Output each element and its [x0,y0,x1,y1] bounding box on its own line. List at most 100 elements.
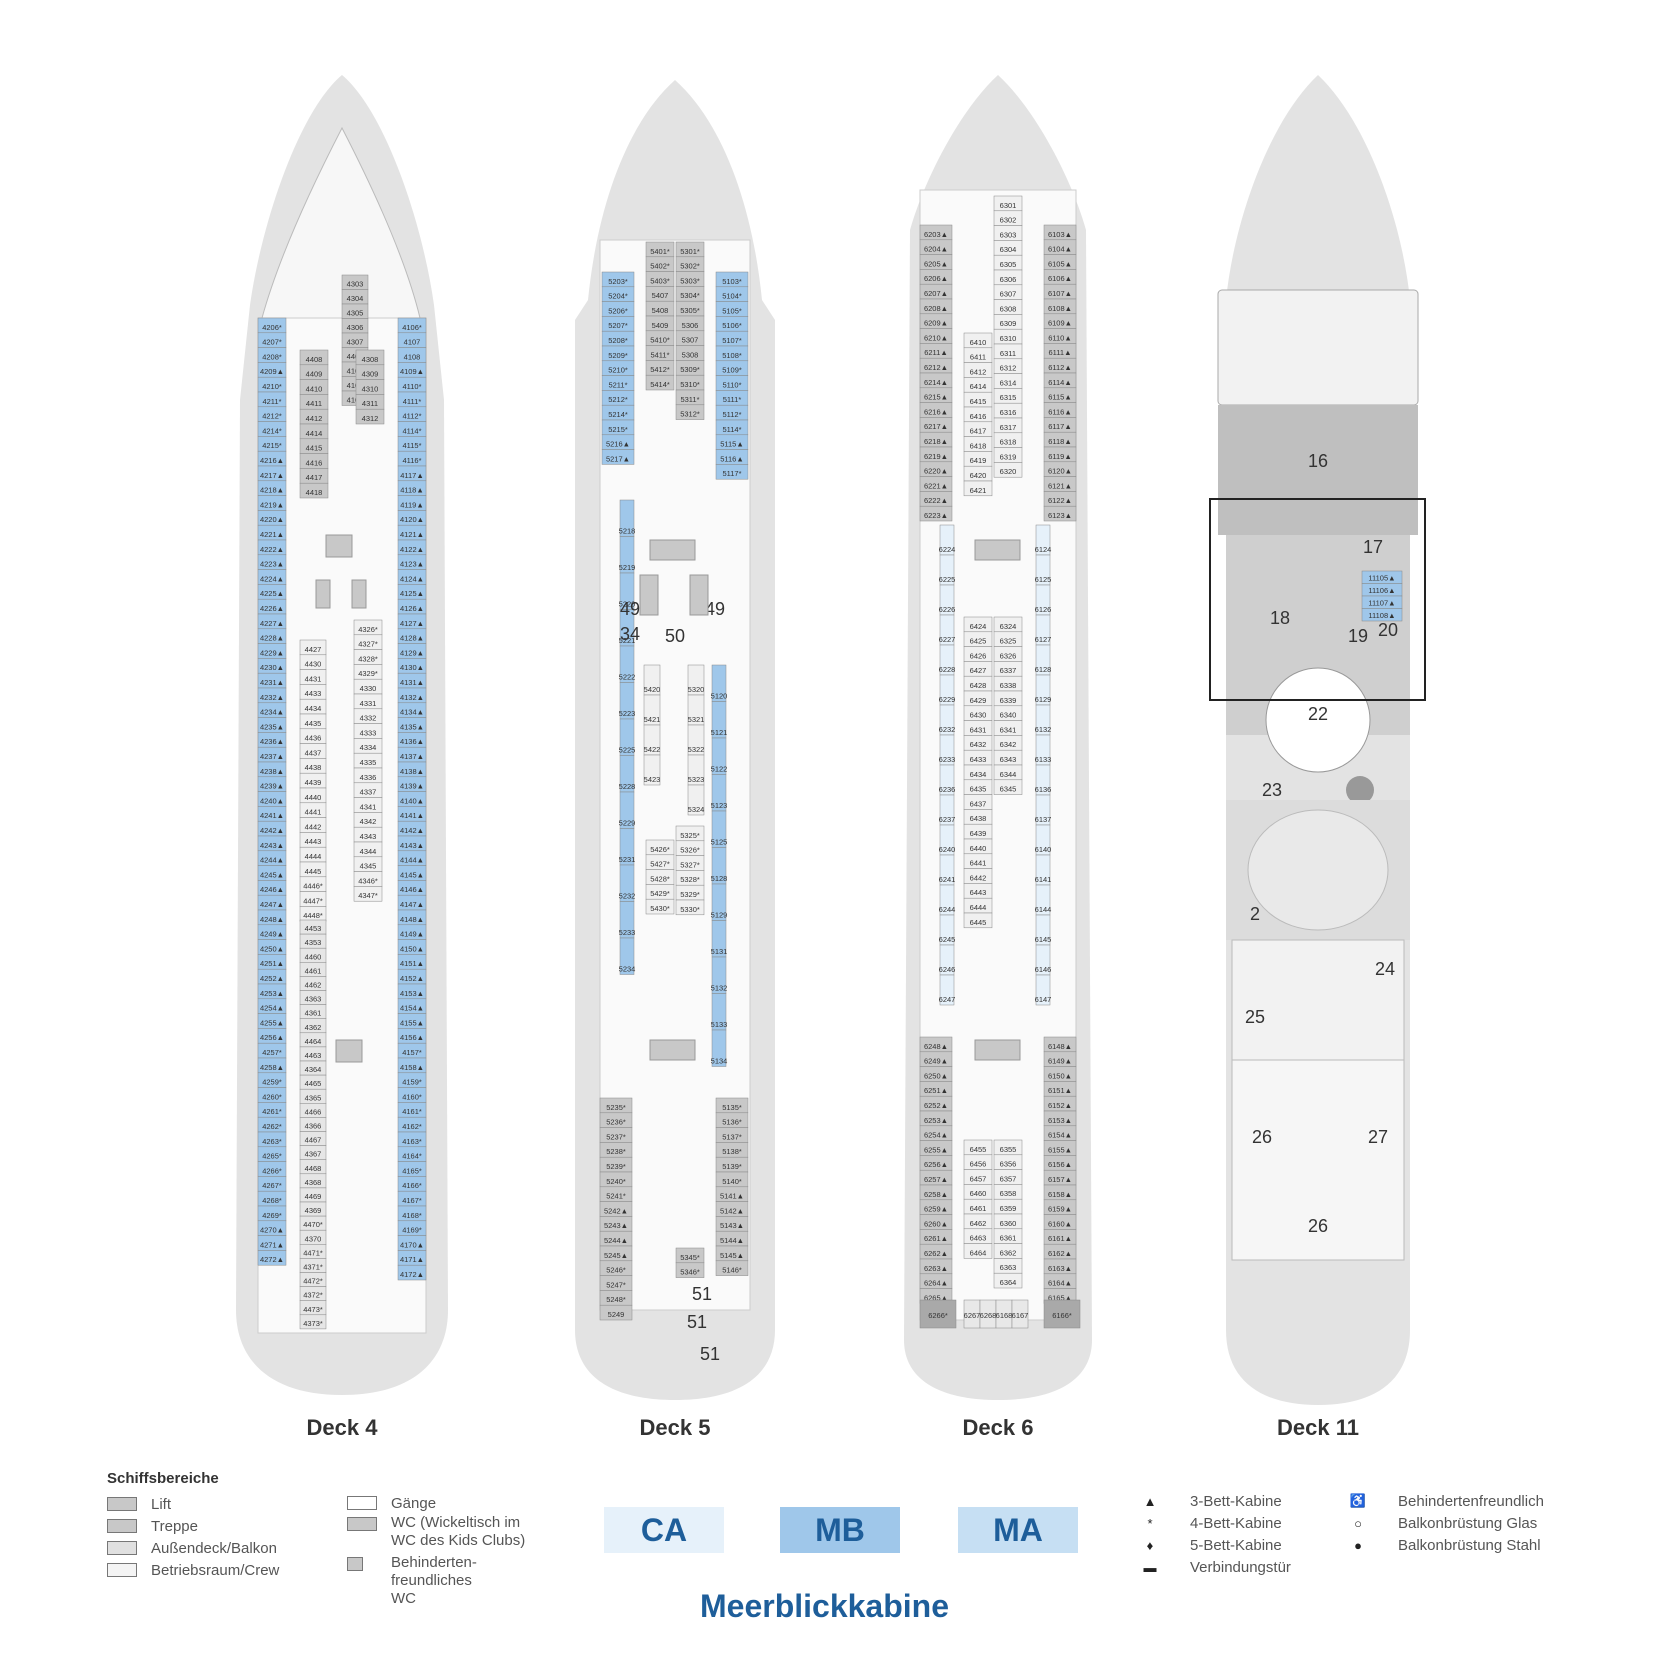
deck6-stbd-cabin: 6120▲ [1048,467,1072,476]
deck5-aft-port-cabin-cell [599,1304,633,1321]
deck6-inner-cabin: 6317 [1000,423,1017,432]
deck11-zone-number: 20 [1378,620,1398,640]
deck5-cabins: 5203*5204*5206*5207*5208*5209*5210*5211*… [599,241,749,1364]
category-ca: CA [604,1507,724,1553]
deck6-stbd-cabin: 6117▲ [1048,422,1072,431]
deck5-zone-number: 49 [620,599,640,619]
deck4-stbd-cabin: 4147▲ [400,900,424,909]
deck4-inner-cabin-cell [299,482,329,499]
deck4-mid-cabin: 4447* [303,896,323,905]
deck6-inner-cabin: 6410 [970,338,987,347]
deck4-inner-cabin: 4416 [306,458,323,467]
deck6-aft-stbd-cabin: 6155▲ [1048,1145,1072,1154]
deck6-inner-cabin: 6311 [1000,349,1016,358]
deck4-stbd-cabin: 4139▲ [400,782,424,791]
deck6-mid-inner-cabin-cell [963,912,993,929]
deck5-aft-stbd-cabin: 5140* [722,1177,742,1186]
deck4-stbd-cabin: 4136▲ [400,737,424,746]
deck6-mid-inner-cabin: 6337 [1000,666,1017,675]
deck11-cabin: 11107▲ [1368,599,1395,608]
deck4-stbd-cabin: 4120▲ [400,515,424,524]
deck4-port-cabin: 4230▲ [260,663,284,672]
deck5-port-cabin: 5214* [608,410,628,419]
wc-icon [347,1517,377,1531]
deck6-inner-cabin: 6415 [970,397,987,406]
deck4-aft-cabin: 4462 [305,981,322,990]
deck6-mid-stbd-cabin: 6147 [1035,995,1052,1004]
deck5-mid-stbd-cabin: 5120 [711,692,728,701]
deck4-label: Deck 4 [307,1415,379,1440]
deck4-aft-cabin: 4366 [305,1122,322,1131]
deck6-inner-cabin: 6319 [1000,452,1017,461]
deck5-mid-port-cabin-cell [619,937,635,975]
deck6-mid-inner-cabin: 6439 [970,829,987,838]
deck6-aft-stbd-cabin: 6152▲ [1048,1101,1072,1110]
deck4-stbd-cabin: 4125▲ [400,589,424,598]
deck4-stbd-cabin: 4137▲ [400,752,424,761]
deck5-stairs [639,539,709,1061]
deck4-port-cabin: 4207* [262,338,282,347]
deck4-stbd-cabin: 4126▲ [400,604,424,613]
deck6-aft-stbd-cabin: 6149▲ [1048,1057,1072,1066]
deck4-port-cabin: 4215* [262,441,282,450]
deck4-mid-cabin: 4436 [305,734,322,743]
deck5-stbd-cabin-cell [715,464,749,480]
deck4-port-cabin: 4253▲ [260,989,284,998]
deck4-port-cabin: 4256▲ [260,1033,284,1042]
deck4-aft-cabin: 4471* [303,1248,323,1257]
legend-accessible-wc: Behinderten- freundliches WC [347,1554,547,1607]
deck6-mid-inner-cabin-cell [993,779,1023,795]
deck6-port-cabin: 6210▲ [924,333,948,342]
deck6-aft-stbd-cabin: 6151▲ [1048,1086,1072,1095]
deck6-mid-inner-cabin: 6341 [1000,725,1017,734]
deck5-inner-cabin: 5311* [680,395,699,404]
deck6-mid-inner-cabin: 6426 [970,651,987,660]
deck6-stbd-cabin: 6118▲ [1048,437,1072,446]
deck4-mid-cabin: 4337 [360,788,377,797]
deck4-stbd-cabin: 4164* [402,1152,422,1161]
deck5-stbd-cabin: 5112* [722,410,741,419]
deck5-aft-port-cabin: 5246* [606,1266,626,1275]
deck6-aft-stbd-cabin: 6150▲ [1048,1071,1072,1080]
deck6-aft-inner-cabin: 6360 [1000,1219,1017,1228]
deck4-inner-cabin: 4411 [306,399,322,408]
deck4-inner-cabins: 4303430443054306430744074104410541034408… [299,274,385,1330]
deck4-port-cabin: 4211* [262,397,281,406]
deck6-port-cabin: 6218▲ [924,437,948,446]
deck5-aft-port-cabin: 5248* [606,1295,626,1304]
deck6-aft-inner-cabin: 6359 [1000,1204,1017,1213]
deck6-mid-inner-cabin: 6438 [970,814,987,823]
deck4-port-cabin: 4206* [262,323,282,332]
deck5-mid-block-cabin: 5326* [680,846,700,855]
deck11-pool [1265,667,1371,773]
deck6-port-cabin: 6215▲ [924,393,948,402]
deck6-mid-stbd-cabin: 6140 [1035,845,1052,854]
legend-corridors: Gänge [347,1492,547,1514]
legend-stairs-label: Treppe [151,1517,198,1535]
deck5-mid-port-cabin: 5232 [619,892,636,901]
deck5-stbd-cabin: 5106* [722,321,742,330]
deck5-aft-inner-cabin: 5346* [680,1268,700,1277]
lift-icon [107,1497,137,1511]
deck4-port-cabin: 4221▲ [260,530,284,539]
deck5-port-cabin: 5217▲ [606,454,630,463]
deck6-mid-port-cabin: 6246 [939,965,956,974]
deck11-cabin: 11108▲ [1368,611,1395,620]
legend-3bed-label: 3-Bett-Kabine [1190,1492,1282,1510]
deck5-mid-stbd-cabin: 5131 [711,947,728,956]
deck5-inner-cabin-cell [675,404,705,420]
deck6-aft-port-cabin: 6252▲ [924,1101,948,1110]
deck5-mid-block-cabin-cell [645,898,675,915]
deck4-stbd-cabin: 4134▲ [400,708,424,717]
deck6-inner-cabin-cell [963,480,993,497]
deck4-port-cabin: 4244▲ [260,856,284,865]
deck6-mid-inner-cabin: 6424 [970,622,987,631]
deck4-aft-cabin: 4367 [305,1150,322,1159]
deck6-aft-inner-cabin: 6463 [970,1234,987,1243]
deck4-mid-cabin: 4448* [303,911,323,920]
deck5-inner-cabin: 5304* [680,291,700,300]
deck4-aft-cabin: 4466 [305,1107,322,1116]
deck4-port-cabin: 4209▲ [260,367,284,376]
deck5-inner-cabin: 5407 [652,291,669,300]
